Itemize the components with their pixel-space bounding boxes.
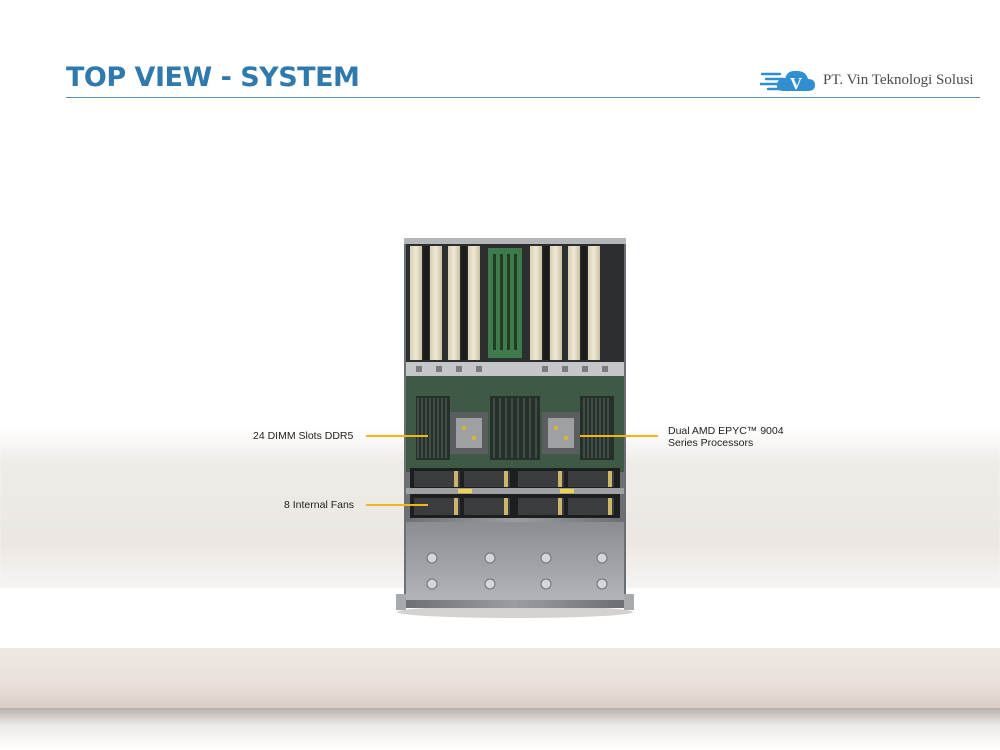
callout-processors-line2: Series Processors [668,437,754,449]
callout-processors-line1: Dual AMD EPYC™ 9004 [668,425,784,437]
leader-line-fans [366,504,428,506]
callout-processors: Dual AMD EPYC™ 9004 Series Processors [668,425,784,449]
cloud-v-logo-icon: V [760,70,815,93]
leader-line-cpu [580,435,658,437]
svg-text:V: V [790,74,803,93]
page-title: TOP VIEW - SYSTEM [66,62,360,93]
company-name: PT. Vin Teknologi Solusi [823,72,974,88]
background-band-shadow [0,708,1000,750]
server-top-view-image [396,238,634,618]
background-band-lower [0,648,1000,708]
leader-line-dimm [366,435,428,437]
title-divider [66,97,980,98]
callout-internal-fans: 8 Internal Fans [284,499,355,511]
callout-dimm-slots: 24 DIMM Slots DDR5 [253,430,354,442]
